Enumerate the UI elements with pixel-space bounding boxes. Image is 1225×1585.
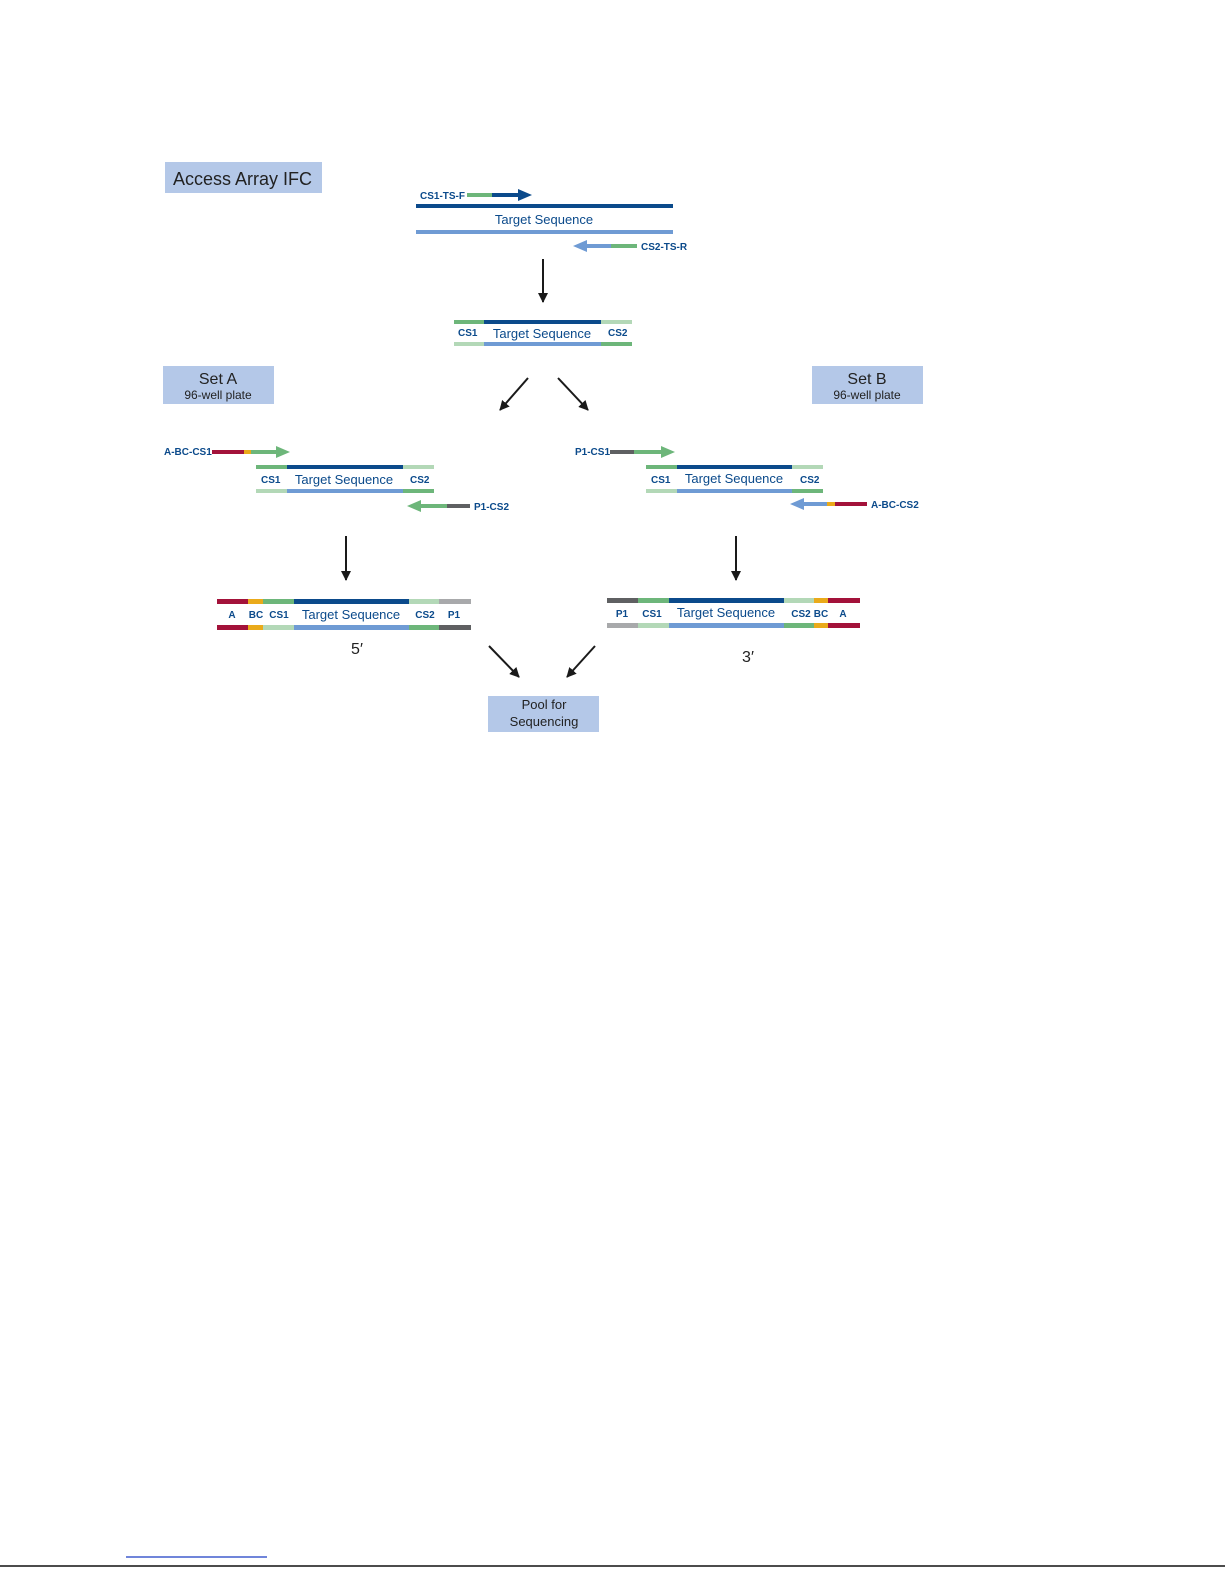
- pool-box: Pool for Sequencing: [488, 696, 599, 732]
- pool-line1: Pool for: [522, 697, 567, 712]
- set-b-box: Set B 96-well plate: [812, 366, 923, 404]
- amplicon-cs2-label: CS2: [608, 328, 628, 339]
- amplicon: CS1 Target Sequence CS2: [454, 320, 632, 346]
- left-product-p1-label: P1: [448, 610, 461, 621]
- set-a-subtitle: 96-well plate: [184, 388, 252, 402]
- left-product-target-label: Target Sequence: [302, 607, 400, 622]
- right-product-bc-label: BC: [814, 609, 828, 620]
- right-cs2-label: CS2: [800, 475, 820, 486]
- left-branch: A-BC-CS1 CS1 Target Sequence CS2 P1-CS2: [164, 446, 509, 513]
- top-strand-forward: [416, 204, 673, 208]
- access-array-box: Access Array IFC: [165, 162, 322, 193]
- primer-arrowhead-icon: [573, 240, 587, 252]
- primer-arrowhead-icon: [407, 500, 421, 512]
- right-product-target-label: Target Sequence: [677, 605, 775, 620]
- set-a-title: Set A: [199, 371, 238, 388]
- primer-cs2-ts-r-label: CS2-TS-R: [641, 242, 688, 253]
- primer-arrowhead-icon: [518, 189, 532, 201]
- primer-cs1-ts-f-label: CS1-TS-F: [420, 191, 465, 202]
- left-product-a-label: A: [228, 610, 235, 621]
- top-strand-reverse: [416, 230, 673, 234]
- right-cs1-label: CS1: [651, 475, 671, 486]
- set-b-subtitle: 96-well plate: [833, 388, 901, 402]
- primer-arrowhead-icon: [276, 446, 290, 458]
- right-product-cs2-label: CS2: [791, 609, 811, 620]
- amplicon-cs1-label: CS1: [458, 328, 478, 339]
- left-product-end-label: 5′: [351, 641, 363, 658]
- primer-p1-cs1-label: P1-CS1: [575, 447, 610, 458]
- arrow-down-left-icon: [567, 646, 595, 677]
- amplicon-target-label: Target Sequence: [493, 326, 591, 341]
- left-product-cs1-label: CS1: [269, 610, 289, 621]
- left-product: A BC CS1 Target Sequence CS2 P1 5′: [217, 599, 471, 658]
- right-product: P1 CS1 Target Sequence CS2 BC A 3′: [607, 598, 860, 666]
- primer-a-bc-cs1-label: A-BC-CS1: [164, 447, 212, 458]
- right-product-a-label: A: [839, 609, 846, 620]
- arrow-down-right-icon: [558, 378, 588, 410]
- set-a-box: Set A 96-well plate: [163, 366, 274, 404]
- right-branch: P1-CS1 CS1 Target Sequence CS2 A-BC-CS2: [575, 446, 919, 511]
- pool-line2: Sequencing: [510, 714, 579, 729]
- access-array-label: Access Array IFC: [173, 169, 312, 189]
- left-cs2-label: CS2: [410, 475, 430, 486]
- set-b-title: Set B: [847, 371, 886, 388]
- left-product-cs2-label: CS2: [415, 610, 435, 621]
- top-target-label: Target Sequence: [495, 212, 593, 227]
- left-product-bc-label: BC: [249, 610, 263, 621]
- right-target-label: Target Sequence: [685, 471, 783, 486]
- right-product-cs1-label: CS1: [642, 609, 662, 620]
- primer-p1-cs2-label: P1-CS2: [474, 502, 509, 513]
- top-primer-r: CS2-TS-R: [573, 240, 688, 253]
- primer-arrowhead-icon: [661, 446, 675, 458]
- left-cs1-label: CS1: [261, 475, 281, 486]
- primer-a-bc-cs2-label: A-BC-CS2: [871, 500, 919, 511]
- arrow-down-right-icon: [489, 646, 519, 677]
- right-product-p1-label: P1: [616, 609, 629, 620]
- right-product-end-label: 3′: [742, 649, 754, 666]
- top-primer-f: CS1-TS-F: [420, 189, 532, 202]
- arrow-down-left-icon: [500, 378, 528, 410]
- left-target-label: Target Sequence: [295, 472, 393, 487]
- primer-arrowhead-icon: [790, 498, 804, 510]
